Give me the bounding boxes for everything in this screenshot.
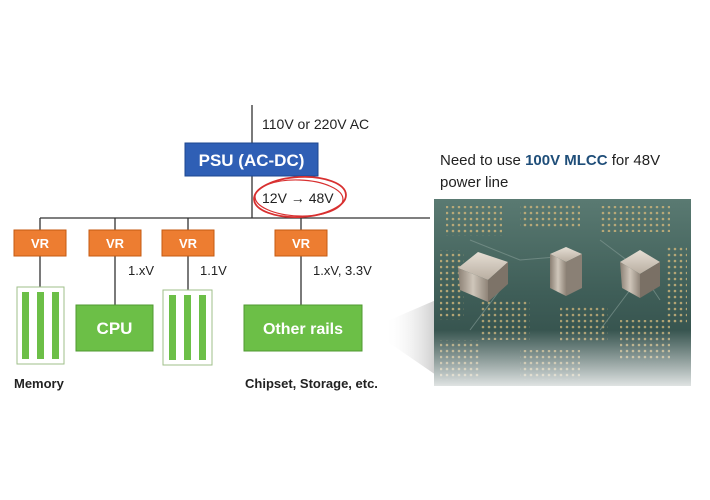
vr-label: VR [292,236,311,251]
bus-voltage-label: 12V → 48V [262,190,334,206]
mlcc-photo-icon [434,199,691,386]
connector-lines [39,105,430,305]
red-highlight-circle [253,175,347,219]
cpu-voltage-label: 1.xV [128,263,154,278]
memory-caption: Memory [14,376,65,391]
callout-shadow [385,300,436,375]
input-voltage-label: 110V or 220V AC [262,116,369,132]
capacitor-2 [550,247,582,296]
vr-label: VR [106,236,125,251]
vr-block-memory-2: VR [161,229,215,257]
cpu-block: CPU [75,304,154,352]
psu-block: PSU (AC-DC) [184,142,319,177]
other-rails-label: Other rails [263,321,343,338]
other-rails-block: Other rails [243,304,363,352]
vr-block-memory-1: VR [13,229,67,257]
cpu-label: CPU [97,319,133,338]
vr-block-other: VR [274,229,328,257]
vr-label: VR [179,236,198,251]
chipset-caption: Chipset, Storage, etc. [245,376,378,391]
capacitor-1 [458,252,508,302]
other-voltage-label: 1.xV, 3.3V [313,263,372,278]
memory-module-2 [162,289,213,366]
note-text-before: Need to use [440,152,526,169]
psu-label: PSU (AC-DC) [199,151,305,170]
mlcc-note: Need to use 100V MLCC for 48V power line [440,150,690,194]
note-text-after: for 48V power line [440,152,661,191]
memory-module-1 [16,286,65,365]
memory-voltage-label: 1.1V [200,263,227,278]
capacitor-3 [620,250,660,298]
vr-block-cpu: VR [88,229,142,257]
vr-label: VR [31,236,50,251]
note-highlight: 100V MLCC [525,152,608,169]
